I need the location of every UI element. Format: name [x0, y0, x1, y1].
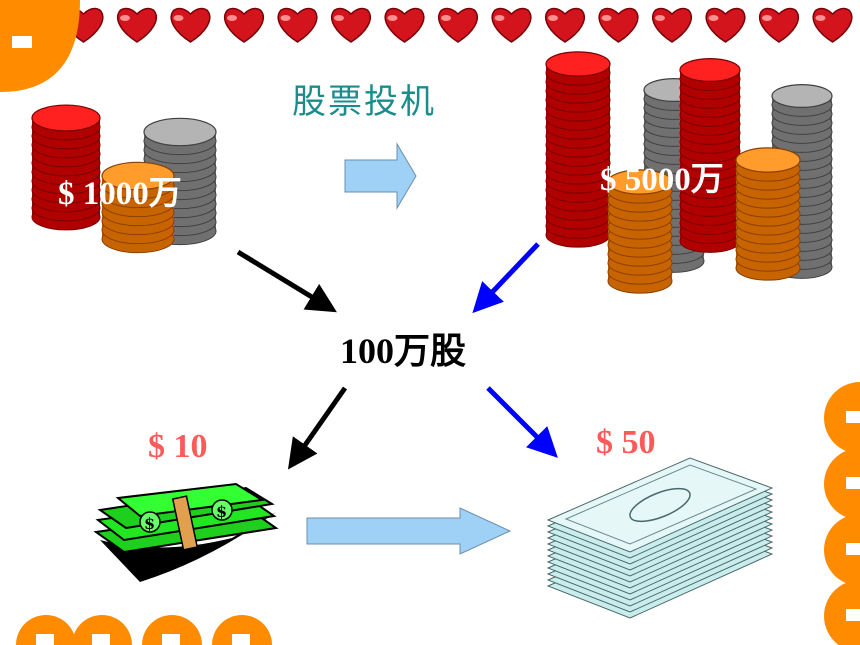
- large-coin-pile-icon: [545, 51, 833, 294]
- bottom-orange-circles: [16, 615, 272, 645]
- heart-highlight: [173, 15, 184, 21]
- svg-text:$: $: [144, 514, 155, 533]
- heart-highlight: [334, 15, 344, 21]
- heart-highlight: [120, 15, 130, 21]
- end-value-label: $ 5000万: [600, 162, 724, 198]
- heart-highlight: [441, 15, 451, 21]
- high-price-label: $ 50: [596, 424, 656, 461]
- block-arrow-top: [344, 142, 417, 210]
- arrow-to-high-price-blue: [486, 386, 558, 458]
- blue-bill-stack-icon: [546, 457, 774, 619]
- heart-highlight: [387, 15, 398, 21]
- heart-border: [9, 7, 853, 43]
- heart-highlight: [548, 15, 558, 21]
- corner-orange-shape: [0, 0, 80, 92]
- small-coin-pile-icon: [31, 104, 217, 254]
- page-title: 股票投机: [292, 82, 436, 122]
- shares-label: 100万股: [340, 331, 467, 371]
- start-value-label: $ 1000万: [58, 176, 182, 212]
- corner-white-square: [12, 36, 32, 48]
- heart-highlight: [708, 15, 719, 21]
- low-price-label: $ 10: [148, 428, 208, 465]
- svg-text:$: $: [216, 502, 227, 521]
- heart-highlight: [762, 15, 772, 21]
- heart-highlight: [655, 15, 665, 21]
- heart-highlight: [601, 15, 612, 21]
- block-arrow-bottom: [306, 507, 512, 555]
- arrow-to-shares-blue: [472, 242, 540, 314]
- arrow-to-shares-black: [236, 249, 337, 313]
- heart-highlight: [494, 15, 505, 21]
- heart-highlight: [227, 15, 237, 21]
- heart-highlight: [280, 15, 291, 21]
- green-cash-bundle-icon: $ $: [93, 482, 279, 582]
- right-orange-circles: [824, 382, 860, 645]
- heart-highlight: [815, 15, 826, 21]
- arrow-to-low-price-black: [287, 386, 348, 470]
